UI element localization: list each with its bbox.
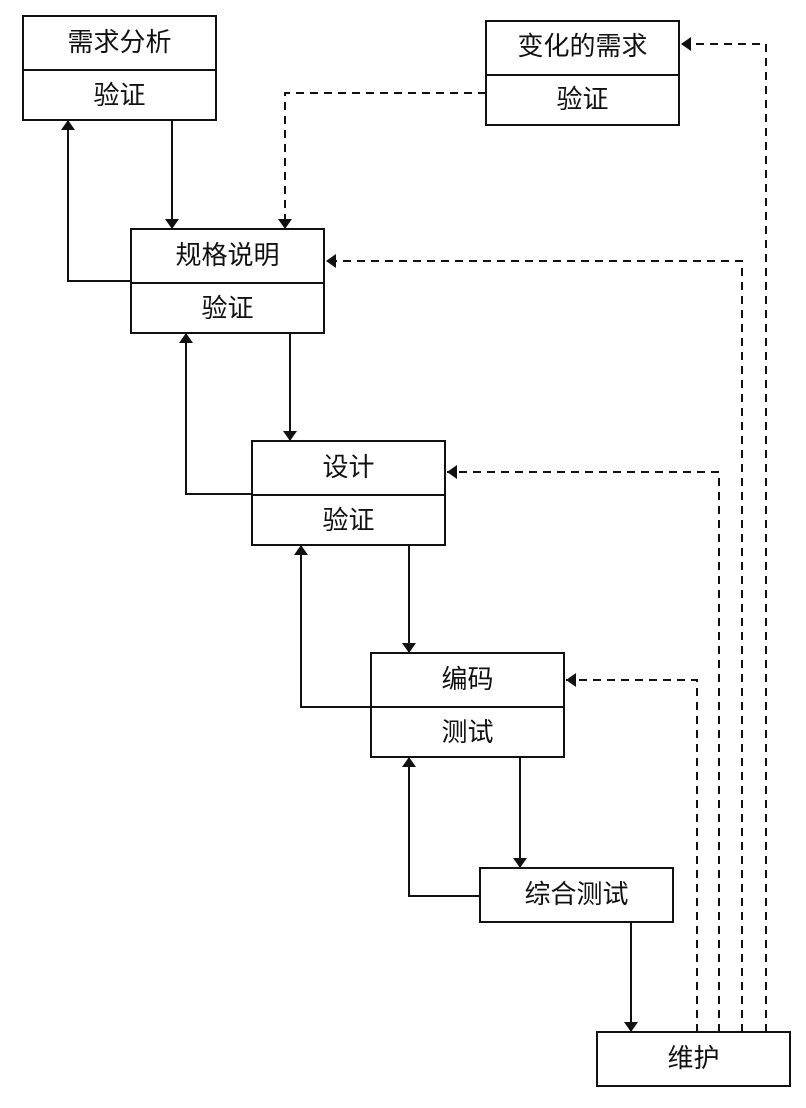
stage-title: 设计	[322, 453, 374, 483]
stage-changing-requirements: 变化的需求 验证	[485, 20, 680, 126]
stage-title: 编码	[441, 665, 493, 695]
stage-subtitle: 验证	[556, 85, 608, 115]
stage-design: 设计 验证	[251, 440, 446, 546]
flow-specification-to-requirements	[61, 120, 131, 282]
stage-title: 综合测试	[524, 880, 628, 910]
stage-specification: 规格说明 验证	[130, 228, 325, 334]
stage-box	[22, 15, 217, 121]
stage-title: 需求分析	[67, 28, 171, 58]
flow-maintenance-to-coding	[566, 673, 698, 1032]
stage-coding: 编码 测试	[370, 652, 565, 758]
stage-integration-test: 综合测试	[479, 867, 674, 923]
connectors	[61, 37, 767, 1032]
stage-requirements: 需求分析 验证	[22, 15, 217, 121]
flow-maintenance-to-specification	[326, 254, 743, 1032]
flow-maintenance-to-design	[447, 465, 720, 1032]
stage-box	[479, 867, 674, 923]
stage-subtitle: 测试	[441, 718, 493, 748]
stage-subtitle: 验证	[322, 506, 374, 536]
stage-box	[251, 440, 446, 546]
stage-subtitle: 验证	[93, 81, 145, 111]
flow-coding-to-design	[294, 545, 371, 708]
stage-maintenance: 维护	[596, 1031, 791, 1087]
flow-changing-requirements-to-specification	[278, 92, 486, 229]
stage-subtitle: 验证	[201, 294, 253, 324]
stage-title: 维护	[667, 1044, 719, 1074]
stage-box	[370, 652, 565, 758]
flow-design-to-specification	[179, 333, 252, 495]
stage-title: 变化的需求	[517, 32, 647, 62]
stage-box	[596, 1031, 791, 1087]
stage-box	[485, 20, 680, 126]
flow-integration-test-to-coding	[402, 757, 480, 897]
stage-title: 规格说明	[175, 241, 279, 271]
stage-box	[130, 228, 325, 334]
flow-maintenance-to-changing-requirements	[681, 37, 767, 1032]
